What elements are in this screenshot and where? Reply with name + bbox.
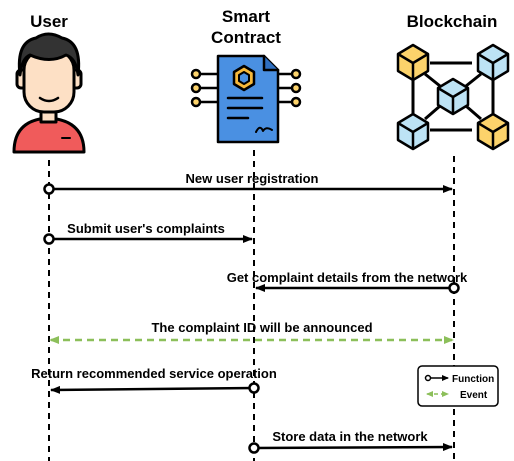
user-avatar-icon: [12, 32, 86, 154]
message-label: Submit user's complaints: [67, 221, 225, 236]
legend-event-label: Event: [460, 390, 488, 401]
message-return-service-operation: Return recommended service operation: [31, 366, 277, 394]
message-label: The complaint ID will be announced: [151, 320, 372, 335]
message-label: Get complaint details from the network: [227, 270, 468, 285]
message-new-user-registration: New user registration: [43, 171, 453, 195]
message-get-complaint-details: Get complaint details from the network: [227, 270, 468, 294]
message-store-data: Store data in the network: [248, 429, 453, 454]
message-label: Store data in the network: [272, 429, 428, 444]
blockchain-network-icon: [396, 43, 510, 151]
participant-smart-contract-label-line1: Smart: [222, 7, 271, 26]
message-label: New user registration: [186, 171, 319, 186]
participant-user-label: User: [30, 12, 68, 31]
participant-blockchain-label: Blockchain: [407, 12, 498, 31]
message-submit-complaints: Submit user's complaints: [43, 221, 253, 245]
legend: Function Event: [417, 365, 499, 407]
legend-function-label: Function: [452, 374, 494, 385]
participant-smart-contract-label-line2: Contract: [211, 28, 281, 47]
message-label: Return recommended service operation: [31, 366, 277, 381]
event-complaint-id-announced: The complaint ID will be announced: [49, 320, 454, 344]
smart-contract-document-icon: [190, 54, 302, 144]
